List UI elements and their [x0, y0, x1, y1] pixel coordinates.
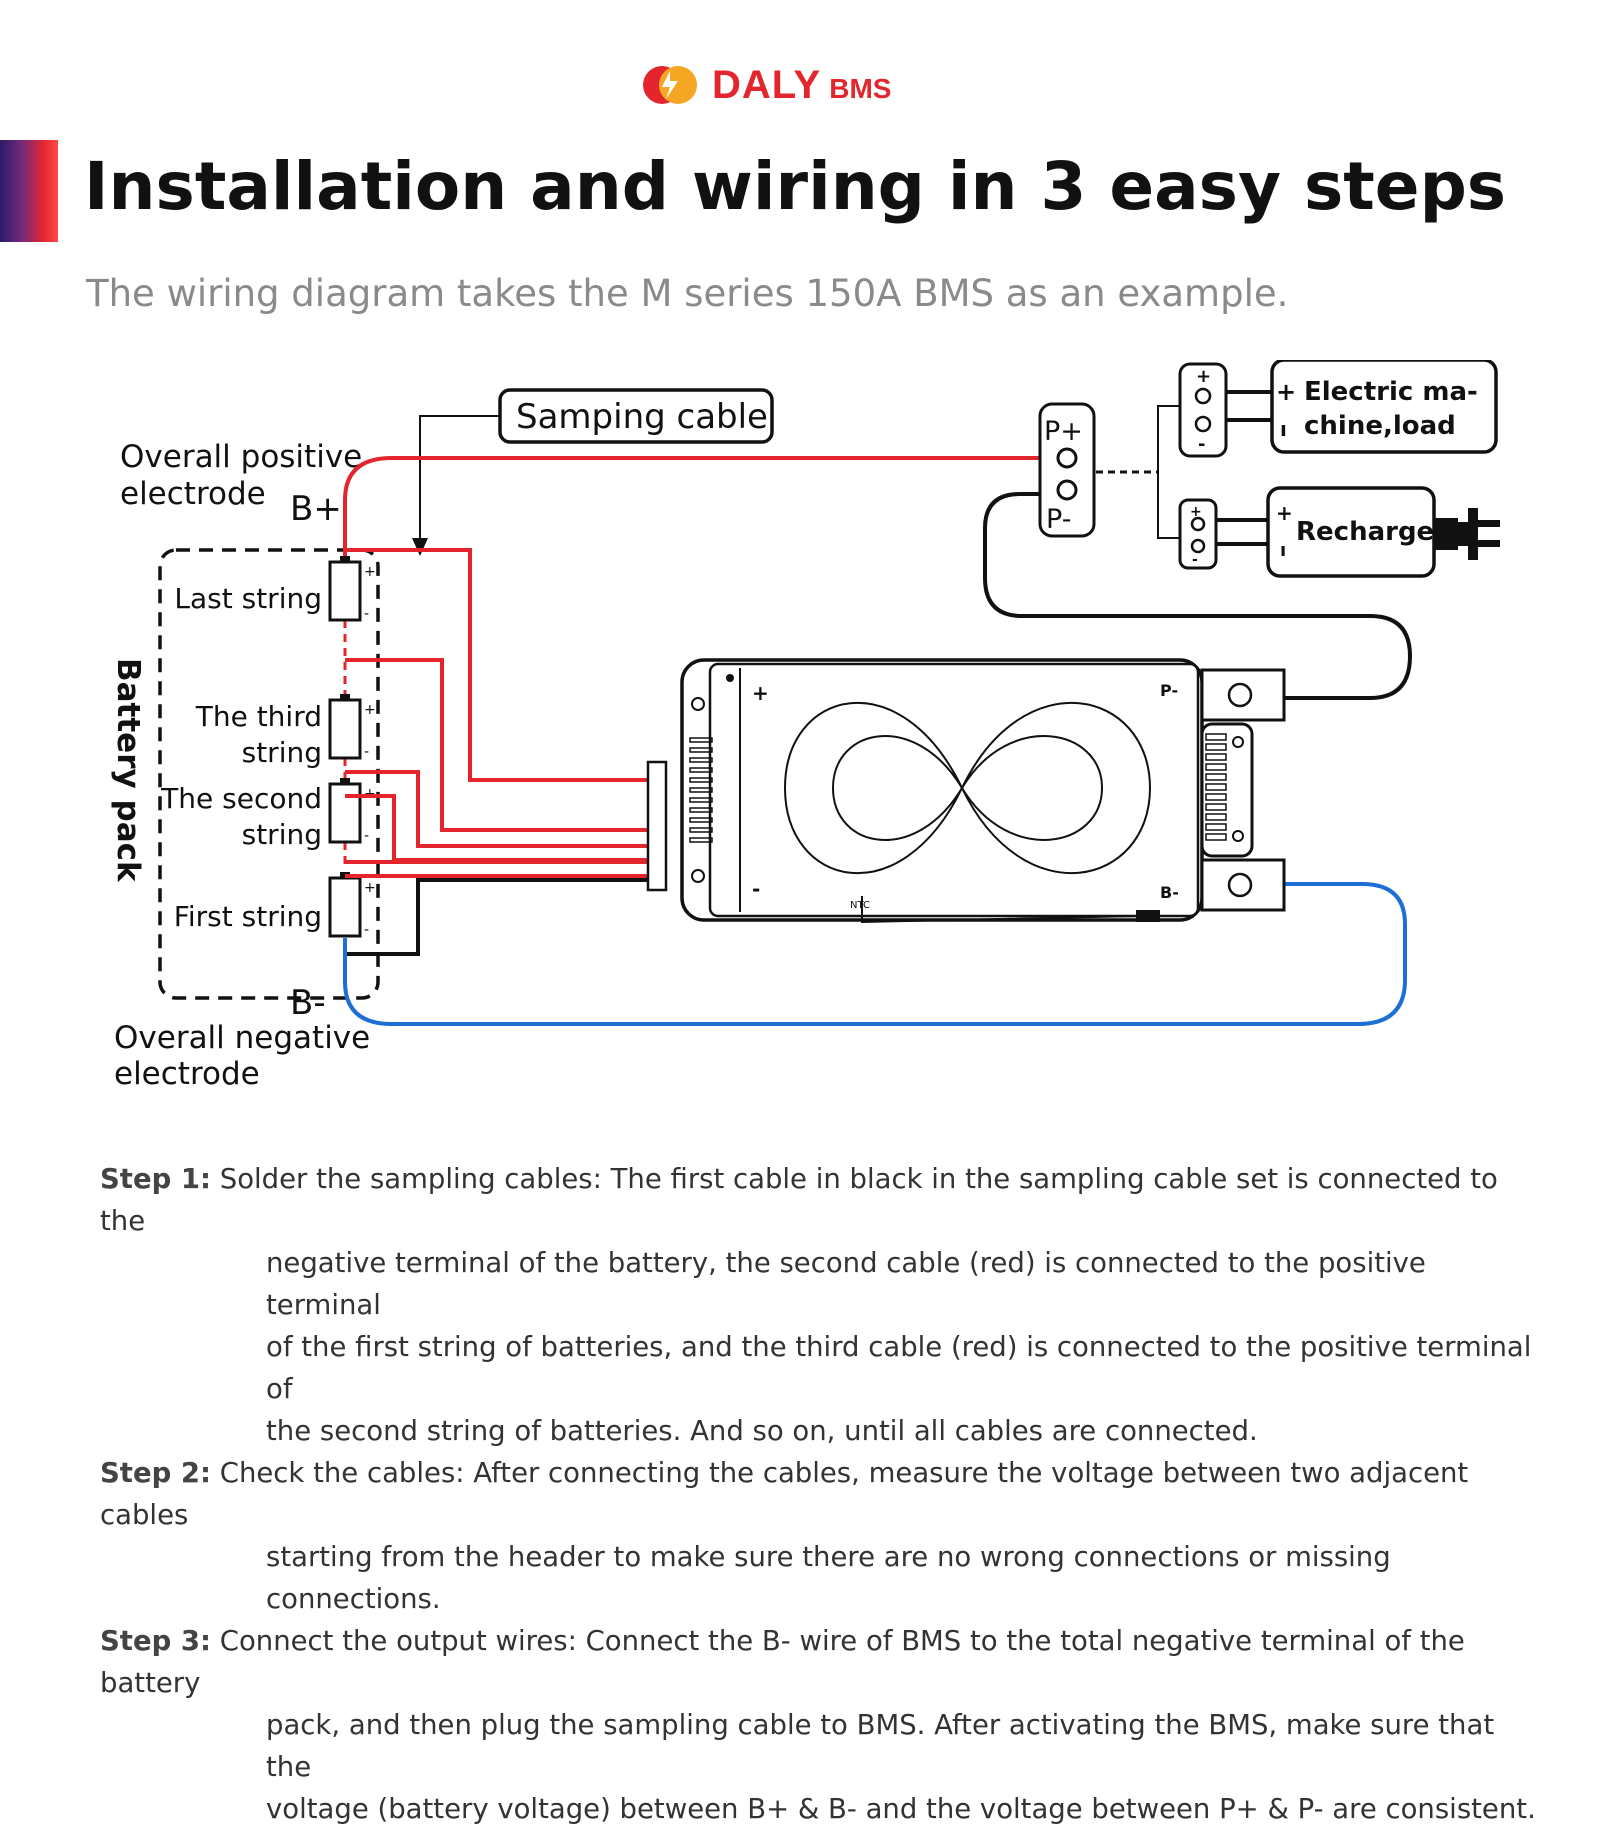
- load-label-line2: chine,load: [1304, 411, 1456, 441]
- battery-pack-label: Battery pack: [110, 658, 146, 883]
- step-2-heading: Step 2:: [100, 1457, 211, 1489]
- wire-positive-main: [343, 456, 1050, 556]
- step-3-line-2: pack, and then plug the sampling cable t…: [266, 1709, 1495, 1783]
- wire-negative-main: [343, 882, 1407, 1026]
- brand-suffix: BMS: [829, 73, 892, 104]
- overall-negative-line2: electrode: [114, 1056, 260, 1092]
- step-1-line-2: negative terminal of the battery, the se…: [266, 1247, 1426, 1321]
- recharger-connector: [1178, 498, 1218, 570]
- load-terminal-1: [1194, 387, 1212, 405]
- step-3-first-line: Connect the output wires: Connect the B-…: [100, 1625, 1465, 1699]
- load-terminal-2: [1194, 415, 1212, 433]
- step-3-line-3: voltage (battery voltage) between B+ & B…: [266, 1793, 1536, 1825]
- terminal-b-minus: [1200, 858, 1286, 912]
- page-subtitle: The wiring diagram takes the M series 15…: [86, 272, 1289, 315]
- svg-text:-: -: [364, 828, 369, 844]
- output-branch: [1157, 405, 1180, 539]
- infinity-icon: [783, 701, 1152, 875]
- load-connector-minus: -: [1198, 434, 1205, 455]
- second-string-label-1: The second: [160, 782, 322, 815]
- p-minus-label: P-: [1046, 504, 1071, 535]
- step-1-line-4: the second string of batteries. And so o…: [266, 1415, 1258, 1447]
- svg-text:-: -: [364, 922, 369, 938]
- svg-text:-: -: [364, 606, 369, 622]
- power-plug-icon: [1434, 508, 1500, 560]
- bms-plus-label: +: [752, 681, 769, 705]
- recharger-terminal-1: [1190, 516, 1206, 532]
- sample-wire-last: [345, 548, 648, 782]
- svg-text:+: +: [364, 702, 376, 718]
- sample-wire-2: [345, 658, 648, 832]
- recharger-label: Recharger: [1296, 517, 1447, 547]
- title-accent-bar: [0, 140, 58, 242]
- cell-first: +-: [328, 872, 376, 938]
- communication-port: [1200, 722, 1254, 858]
- step-2: Step 2: Check the cables: After connecti…: [100, 1452, 1540, 1620]
- third-string-label-2: string: [242, 736, 322, 769]
- output-terminal-block: [1038, 402, 1096, 538]
- load-wires: [1226, 390, 1272, 422]
- sampling-connector: [646, 760, 668, 892]
- load-box: [1270, 360, 1498, 454]
- terminal-p-minus: [1200, 668, 1286, 722]
- recharger-terminal-2: [1190, 538, 1206, 554]
- load-label-line1: Electric ma-: [1304, 377, 1478, 407]
- first-string-label: First string: [174, 900, 322, 933]
- load-connector-plus: +: [1196, 366, 1211, 387]
- b-plus-label: B+: [290, 489, 342, 529]
- third-string-label-1: The third: [195, 700, 322, 733]
- bms-minus-label: -: [752, 877, 760, 901]
- sample-wire-black: [345, 878, 648, 956]
- step-2-first-line: Check the cables: After connecting the c…: [100, 1457, 1469, 1531]
- second-string-label-2: string: [242, 818, 322, 851]
- overall-negative-line1: Overall negative: [114, 1020, 370, 1056]
- load-plus-sign: +: [1276, 378, 1296, 406]
- step-1-heading: Step 1:: [100, 1163, 211, 1195]
- step-1: Step 1: Solder the sampling cables: The …: [100, 1158, 1540, 1452]
- step-1-first-line: Solder the sampling cables: The first ca…: [100, 1163, 1498, 1237]
- bms-p-minus-label: P-: [1160, 681, 1178, 700]
- overall-positive-line1: Overall positive: [120, 439, 362, 475]
- recharger-connector-plus: +: [1190, 504, 1202, 520]
- last-string-label: Last string: [174, 582, 322, 615]
- recharger-wires: [1216, 518, 1268, 546]
- ntc-plug: [1136, 910, 1160, 922]
- bms-b-minus-label: B-: [1160, 883, 1179, 902]
- steps-section: Step 1: Solder the sampling cables: The …: [100, 1158, 1540, 1830]
- recharger-plus-sign: +: [1276, 501, 1293, 525]
- step-3: Step 3: Connect the output wires: Connec…: [100, 1620, 1540, 1830]
- wire-p-minus: [983, 492, 1413, 700]
- p-plus-label: P+: [1044, 416, 1083, 447]
- ntc-label: NTC: [850, 900, 870, 911]
- cell-third: +-: [328, 694, 376, 760]
- cell-last: +-: [328, 556, 376, 622]
- cell-second: +-: [328, 778, 376, 844]
- ntc-cable: [861, 896, 1141, 924]
- load-connector: [1178, 362, 1228, 458]
- overall-positive-line2: electrode: [120, 476, 266, 512]
- step-1-line-3: of the first string of batteries, and th…: [266, 1331, 1532, 1405]
- svg-text:+: +: [364, 880, 376, 896]
- wiring-diagram: .red { stroke:#e3262e; stroke-width:4; f…: [110, 360, 1500, 1092]
- load-minus-sign: ı: [1280, 417, 1287, 441]
- sampling-arrow-icon: [412, 538, 428, 556]
- p-minus-terminal: [1056, 479, 1078, 501]
- sampling-cable-label: Samping cable: [516, 397, 768, 437]
- page-title: Installation and wiring in 3 easy steps: [84, 148, 1507, 225]
- brand-name: DALY: [712, 62, 822, 107]
- svg-text:-: -: [364, 744, 369, 760]
- step-3-heading: Step 3:: [100, 1625, 211, 1657]
- recharger-minus-sign: ı: [1280, 540, 1286, 561]
- recharger-connector-minus: -: [1192, 552, 1198, 568]
- step-2-line-2: starting from the header to make sure th…: [266, 1541, 1391, 1615]
- sample-wire-3: [345, 770, 648, 848]
- daly-logo-icon: [643, 66, 697, 104]
- brand-logo: DALY BMS: [640, 60, 891, 110]
- svg-text:+: +: [364, 564, 376, 580]
- sampling-cable-pointer: [419, 415, 500, 540]
- b-minus-label: B-: [290, 983, 326, 1023]
- p-plus-terminal: [1056, 447, 1078, 469]
